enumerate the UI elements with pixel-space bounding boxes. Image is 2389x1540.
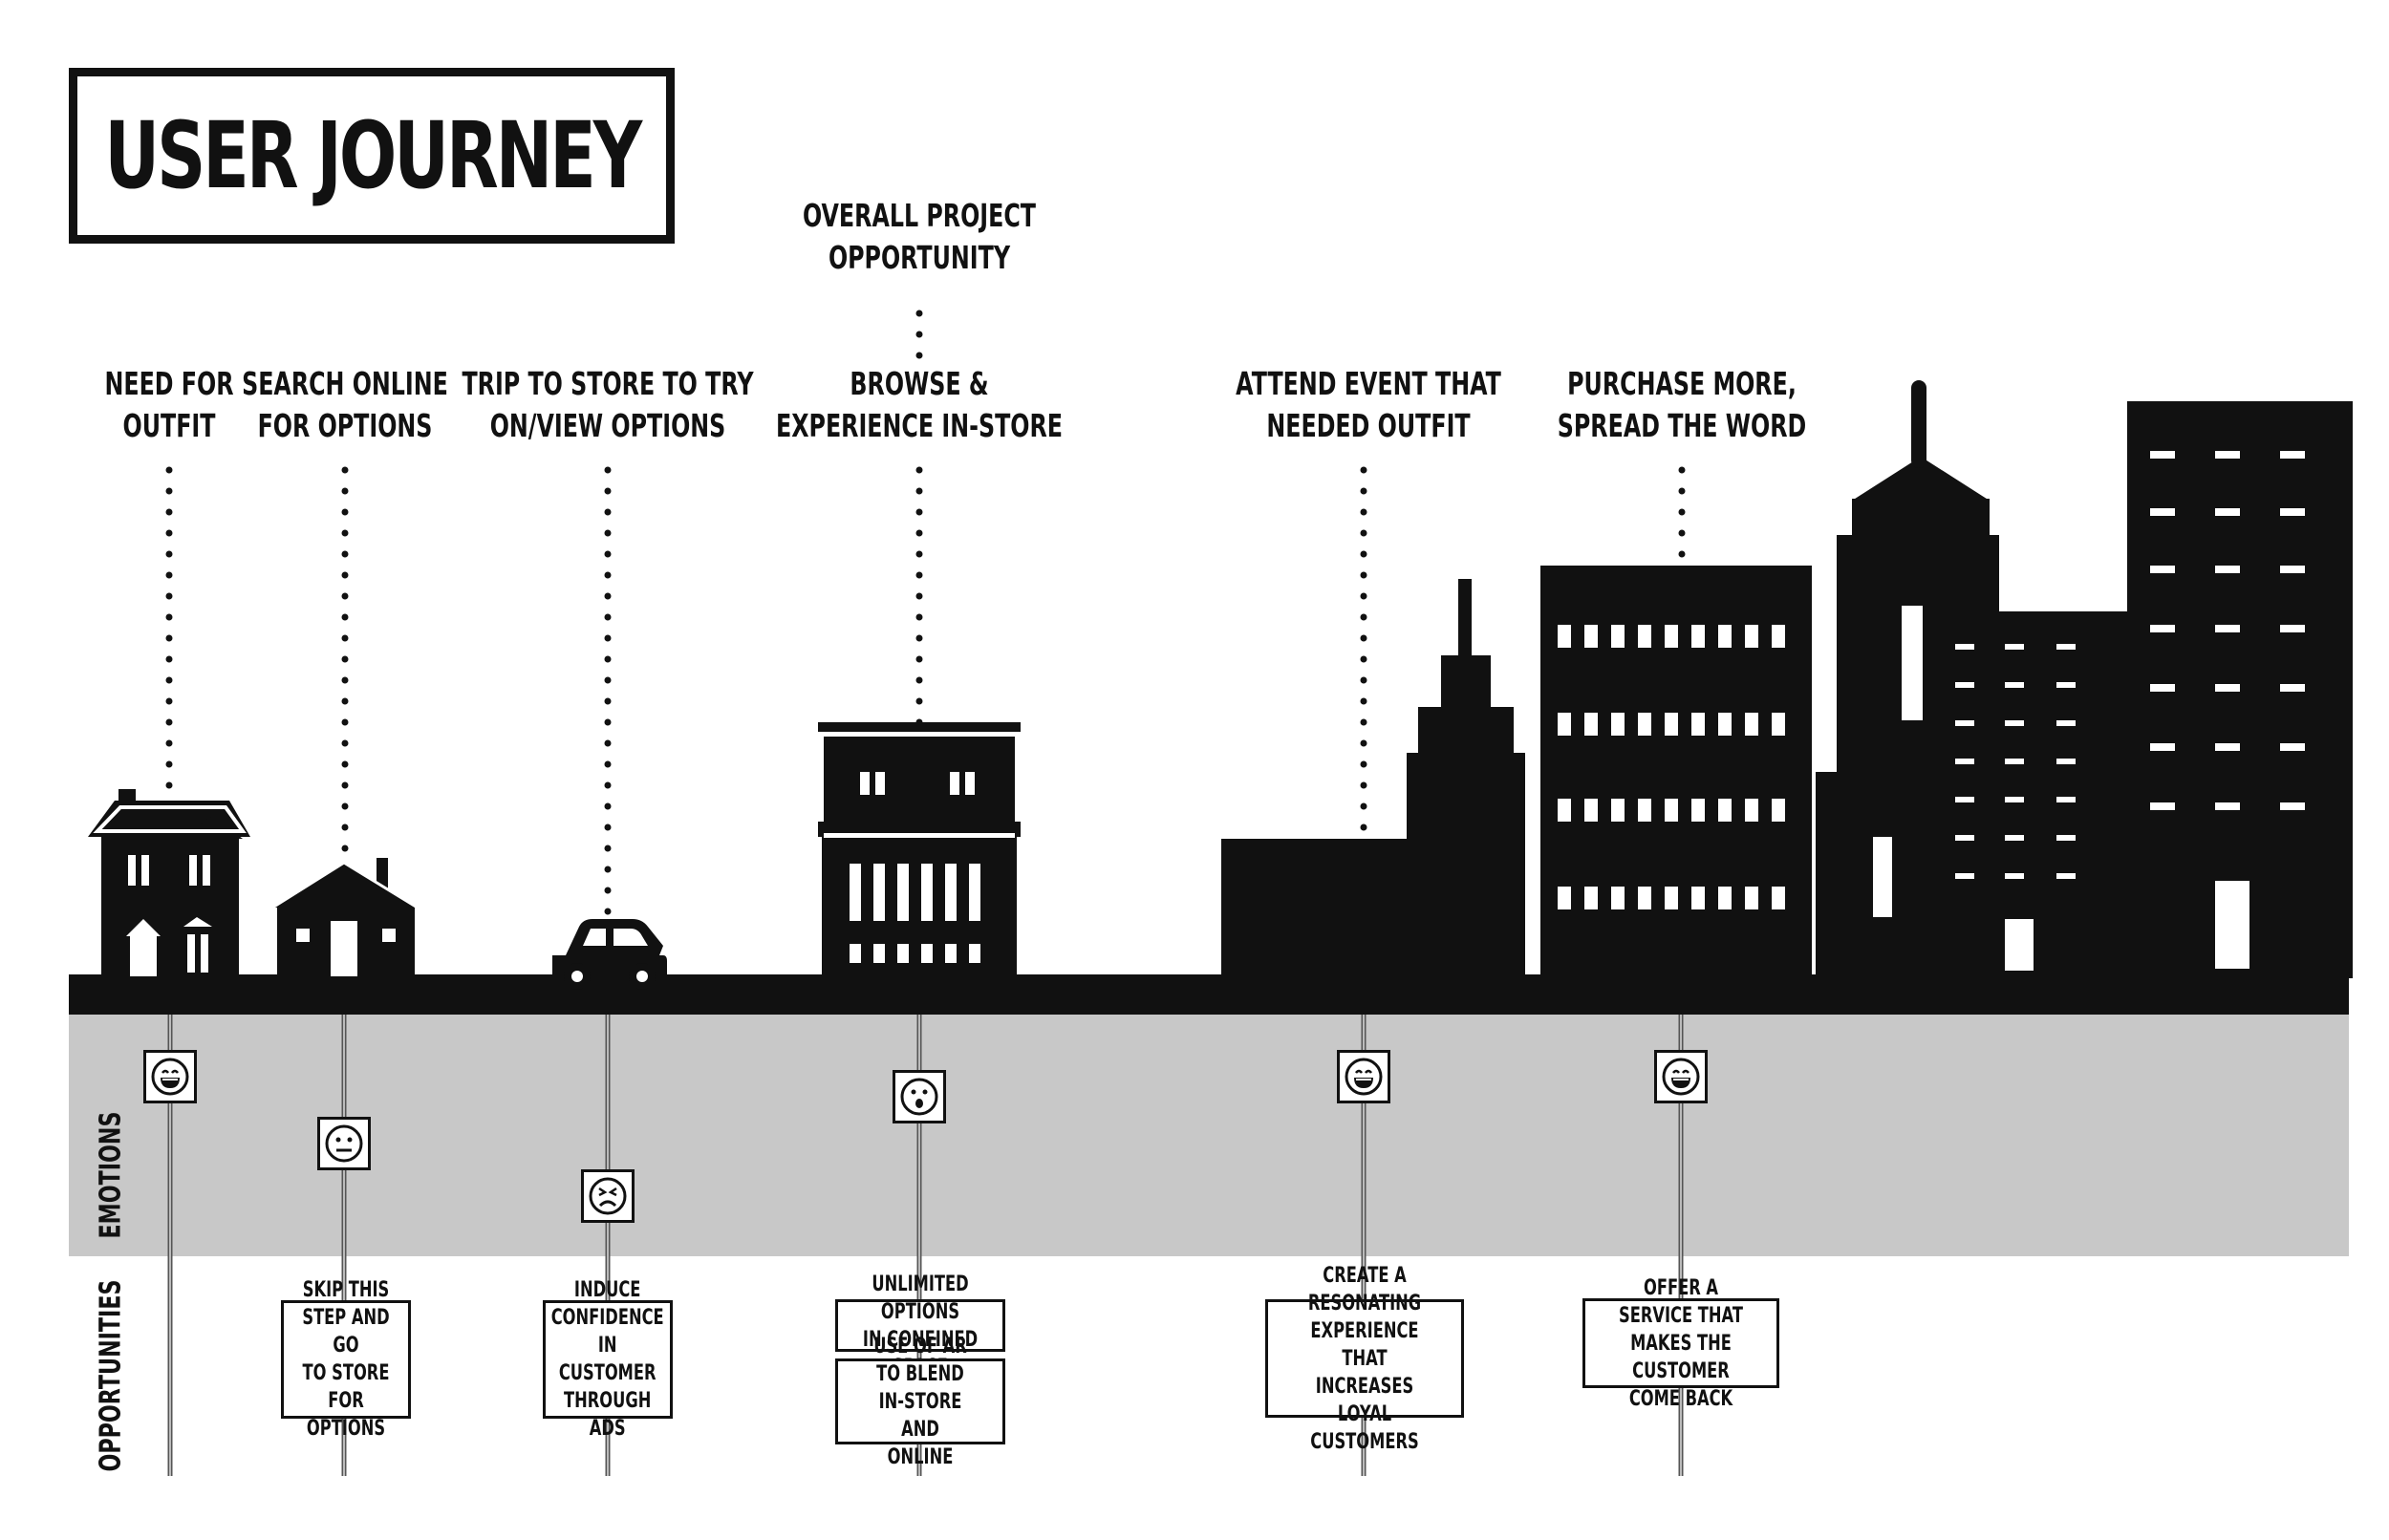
- page-title: USER JOURNEY: [104, 102, 642, 209]
- surprised-face-icon: [900, 1078, 938, 1116]
- emotions-label: EMOTIONS: [94, 1111, 128, 1239]
- stage-label-purchase-more: PURCHASE MORE, SPREAD THE WORD: [1557, 365, 1807, 444]
- title-box: USER JOURNEY: [69, 68, 675, 244]
- stage-label-search-online: SEARCH ONLINE FOR OPTIONS: [242, 365, 448, 444]
- opportunities-label: OPPORTUNITIES: [94, 1279, 128, 1472]
- emotion-frustrated-face: [581, 1169, 635, 1223]
- emotions-band: [69, 1013, 2349, 1256]
- very-happy-face-icon: [1345, 1058, 1383, 1096]
- opportunity-text: CREATE A RESONATING EXPERIENCE THAT INCR…: [1307, 1263, 1422, 1454]
- stage-label-attend-event: ATTEND EVENT THAT NEEDED OUTFIT: [1236, 365, 1501, 444]
- stage-label-trip-to-store: TRIP TO STORE TO TRY ON/VIEW OPTIONS: [462, 365, 754, 444]
- emotion-very-happy-face-1: [143, 1050, 197, 1103]
- overall-opportunity-label: OVERALL PROJECT OPPORTUNITY: [802, 197, 1037, 276]
- opportunity-text: INDUCE CONFIDENCE IN CUSTOMER THROUGH AD…: [551, 1278, 664, 1441]
- opportunity-text: USE OF AR TO BLEND IN-STORE AND ONLINE: [873, 1334, 967, 1469]
- very-happy-face-icon: [151, 1058, 189, 1096]
- emotion-neutral-face: [317, 1117, 371, 1170]
- dotted-leaders: [165, 310, 1686, 921]
- emotion-surprised-face: [893, 1070, 946, 1123]
- opportunity-box-event: CREATE A RESONATING EXPERIENCE THAT INCR…: [1265, 1264, 1464, 1454]
- opportunity-box-purchase: OFFER A SERVICE THAT MAKES THE CUSTOMER …: [1582, 1276, 1779, 1411]
- mid-building-icon: [1930, 611, 2127, 976]
- opportunity-box-search: SKIP THIS STEP AND GO TO STORE FOR OPTIO…: [281, 1278, 411, 1441]
- emotion-very-happy-face-3: [1654, 1050, 1708, 1103]
- neutral-face-icon: [325, 1124, 363, 1163]
- ground-strip: [69, 974, 2349, 1015]
- opportunity-text: OFFER A SERVICE THAT MAKES THE CUSTOMER …: [1619, 1275, 1743, 1411]
- stage-label-need-outfit: NEED FOR OUTFIT: [104, 365, 234, 444]
- house-icon: [88, 789, 250, 976]
- opportunity-box-browse-1: UNLIMITED OPTIONS IN CONFINED SPACE: [835, 1273, 1005, 1380]
- office-windows: [1558, 625, 1785, 909]
- opportunity-box-browse-2: USE OF AR TO BLEND IN-STORE AND ONLINE: [835, 1335, 1005, 1469]
- frustrated-face-icon: [589, 1177, 627, 1215]
- event-venue-icon: [1221, 579, 1525, 976]
- opportunity-box-trip: INDUCE CONFIDENCE IN CUSTOMER THROUGH AD…: [543, 1278, 673, 1441]
- very-happy-face-icon: [1662, 1058, 1700, 1096]
- emotion-very-happy-face-2: [1337, 1050, 1390, 1103]
- opportunity-text: SKIP THIS STEP AND GO TO STORE FOR OPTIO…: [302, 1278, 390, 1441]
- store-building-icon: [818, 722, 1021, 976]
- stage-label-browse-in-store: BROWSE & EXPERIENCE IN-STORE: [775, 365, 1064, 444]
